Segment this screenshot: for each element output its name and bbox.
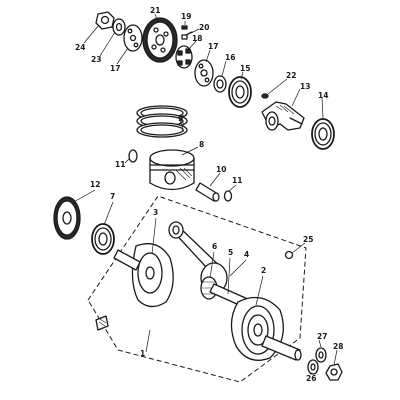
part-9-piston-rings — [136, 105, 188, 138]
callout-3: 3 — [153, 208, 158, 217]
callout-28: 28 — [333, 342, 343, 351]
callout-13: 13 — [300, 82, 310, 91]
callout-27: 27 — [317, 332, 327, 341]
callout-2: 2 — [261, 266, 266, 275]
part-12-gear — [53, 196, 81, 240]
callout-9: 9 — [178, 114, 183, 123]
part-27-washer — [315, 347, 327, 363]
callout-14: 14 — [318, 91, 328, 100]
callout-20: 20 — [199, 23, 209, 32]
part-20-pin — [181, 31, 193, 40]
callout-4: 4 — [244, 250, 249, 259]
callout-24: 24 — [75, 43, 85, 52]
callout-labels: 1 2 3 4 5 6 7 8 9 10 11 11 12 13 14 15 1… — [75, 6, 343, 383]
part-26-washer — [307, 359, 319, 375]
part-19-key — [181, 25, 188, 30]
part-10-piston-pin — [195, 182, 220, 202]
part-2-crank-web-right — [230, 296, 302, 361]
callout-5: 5 — [228, 248, 233, 257]
part-17-plate-left — [123, 24, 143, 52]
callout-17-right: 17 — [208, 42, 218, 51]
callout-22: 22 — [286, 71, 296, 80]
callout-17-left: 17 — [110, 64, 120, 73]
callout-16: 16 — [225, 53, 235, 62]
callout-19: 19 — [181, 12, 191, 21]
part-24-nut — [95, 11, 115, 30]
part-4-connecting-rod — [168, 221, 228, 294]
part-17-plate-right — [194, 59, 214, 87]
callout-26: 26 — [306, 374, 316, 383]
callout-12: 12 — [90, 180, 100, 189]
callout-11-right: 11 — [232, 176, 242, 185]
part-18-damper — [175, 45, 193, 69]
callout-1: 1 — [140, 349, 145, 358]
crank-assembly-outline — [87, 195, 307, 383]
part-22-key — [261, 93, 269, 99]
part-woodruff-key — [95, 315, 109, 331]
part-16-washer — [213, 75, 227, 93]
leader-lines — [71, 13, 338, 375]
part-3-crank-web-left — [113, 243, 174, 308]
part-11-circlip-left — [128, 149, 138, 163]
callout-11-left: 11 — [115, 160, 125, 169]
part-28-nut — [325, 363, 343, 381]
callout-6: 6 — [212, 242, 217, 251]
part-13-balancer-shaft — [261, 101, 305, 131]
callout-25: 25 — [303, 235, 313, 244]
callout-10: 10 — [216, 165, 226, 174]
callout-21: 21 — [150, 6, 160, 15]
part-8-piston — [149, 149, 195, 191]
part-11-circlip-right — [223, 190, 233, 202]
part-23-washer — [112, 18, 126, 36]
callout-8: 8 — [199, 140, 204, 149]
part-25-plug — [284, 250, 294, 260]
part-15-bearing — [228, 76, 252, 108]
part-21-sprocket — [142, 17, 178, 63]
callout-23: 23 — [91, 55, 101, 64]
callout-15: 15 — [240, 64, 250, 73]
part-14-bearing — [311, 118, 335, 150]
part-7-bearing — [91, 223, 115, 255]
callout-7: 7 — [110, 192, 115, 201]
callout-18: 18 — [192, 34, 202, 43]
